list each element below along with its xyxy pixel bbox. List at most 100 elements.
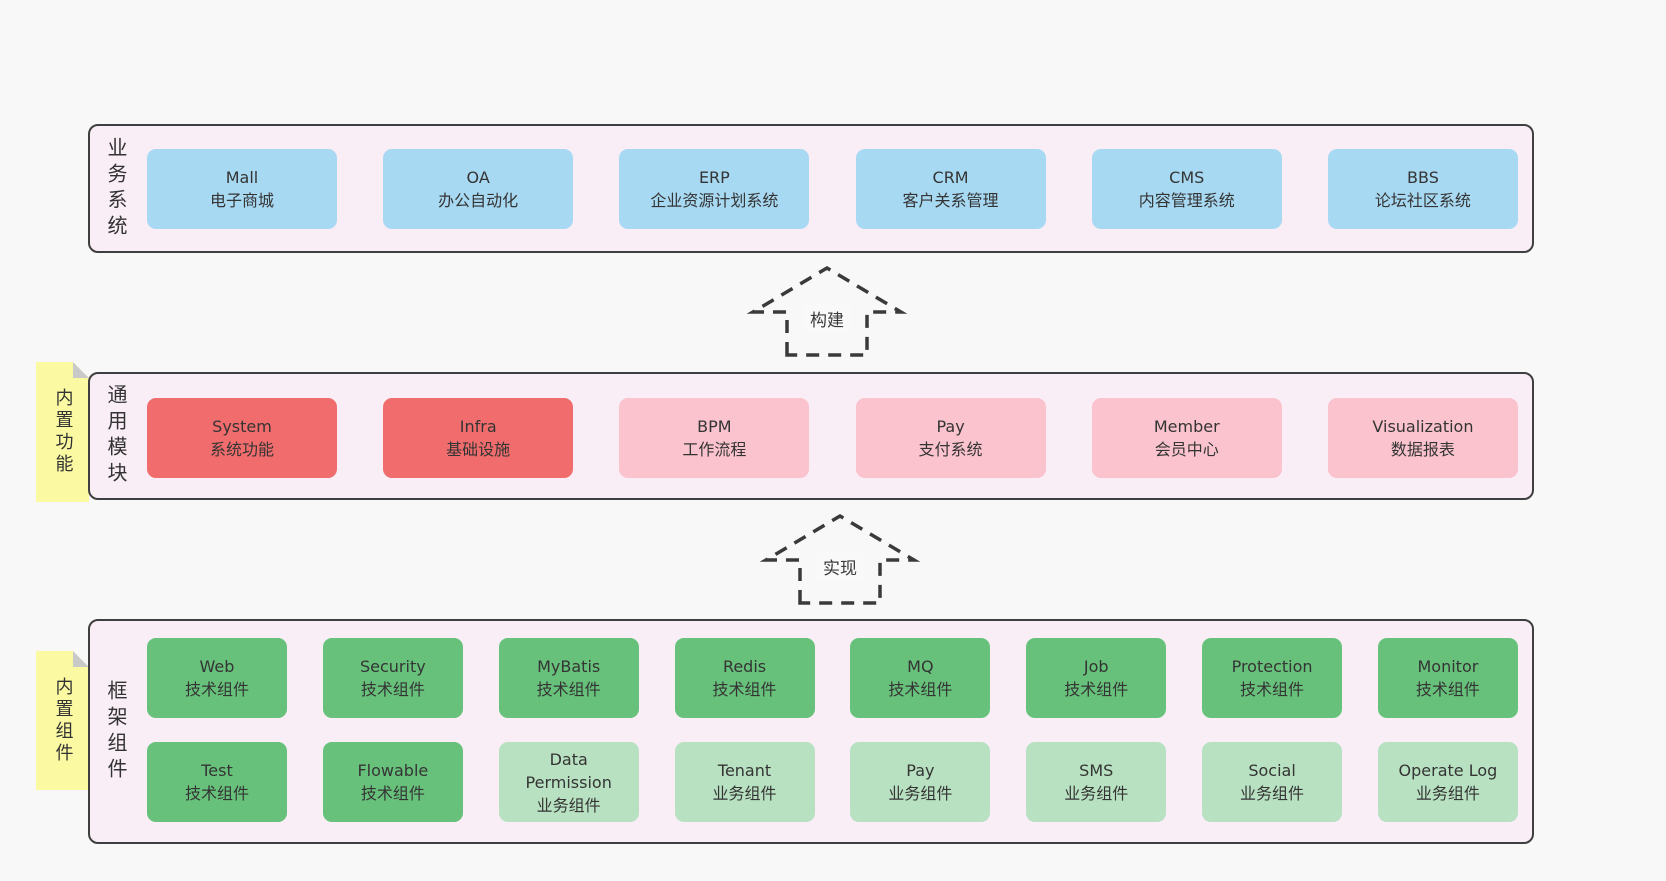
box-redis: Redis 技术组件 [674, 638, 815, 718]
panel-framework-components: 框架组件 Web 技术组件 Security 技术组件 MyBatis 技术组件… [88, 619, 1534, 844]
box-security-desc: 技术组件 [360, 680, 425, 699]
box-mq-name: MQ [907, 657, 934, 676]
box-oa-desc: 办公自动化 [438, 191, 519, 210]
box-bpm: BPM 工作流程 [619, 398, 810, 478]
arrow-implement-label: 实现 [816, 552, 864, 581]
box-protection-desc: 技术组件 [1240, 680, 1305, 699]
box-infra-name: Infra [459, 417, 497, 436]
box-protection: Protection 技术组件 [1202, 638, 1343, 718]
box-erp-name: ERP [698, 168, 730, 187]
box-mybatis-desc: 技术组件 [536, 680, 601, 699]
box-job-name: Job [1083, 657, 1109, 676]
panel-common-modules: 通用模块 System 系统功能 Infra 基础设施 BPM 工作流程 Pay… [88, 372, 1534, 500]
box-pay: Pay 支付系统 [855, 398, 1046, 478]
box-mall-desc: 电子商城 [209, 191, 274, 210]
box-oa: OA 办公自动化 [383, 149, 574, 229]
box-monitor: Monitor 技术组件 [1377, 638, 1518, 718]
box-member: Member 会员中心 [1091, 398, 1282, 478]
box-sms: SMS 业务组件 [1026, 742, 1167, 822]
box-mybatis: MyBatis 技术组件 [498, 638, 639, 718]
arrow-build: 构建 [737, 264, 917, 359]
sticky-note-builtin-components-label: 内置组件 [52, 676, 74, 765]
box-system: System 系统功能 [147, 398, 337, 478]
box-data-permission-desc: 业务组件 [536, 795, 601, 815]
box-flowable: Flowable 技术组件 [322, 742, 463, 822]
box-crm: CRM 客户关系管理 [855, 149, 1046, 229]
box-monitor-name: Monitor [1417, 657, 1479, 676]
box-flowable-name: Flowable [357, 761, 429, 780]
box-sms-name: SMS [1079, 761, 1114, 780]
box-redis-desc: 技术组件 [712, 680, 777, 699]
box-system-desc: 系统功能 [209, 440, 274, 459]
box-monitor-desc: 技术组件 [1415, 680, 1480, 699]
box-cms-desc: 内容管理系统 [1138, 191, 1235, 210]
box-erp: ERP 企业资源计划系统 [619, 149, 810, 229]
box-crm-name: CRM [932, 168, 969, 187]
box-bbs-desc: 论坛社区系统 [1374, 191, 1471, 210]
box-visualization: Visualization 数据报表 [1327, 398, 1518, 478]
box-pay-biz-desc: 业务组件 [888, 784, 953, 803]
box-test-desc: 技术组件 [184, 784, 249, 803]
box-test: Test 技术组件 [147, 742, 287, 822]
box-operate-log-desc: 业务组件 [1415, 784, 1480, 803]
note-fold-icon [73, 651, 89, 667]
box-cms-name: CMS [1169, 168, 1205, 187]
box-visualization-desc: 数据报表 [1390, 440, 1455, 459]
box-oa-name: OA [466, 168, 490, 187]
sticky-note-builtin-features: 内置功能 [36, 362, 89, 502]
common-modules-row: System 系统功能 Infra 基础设施 BPM 工作流程 Pay 支付系统… [147, 398, 1518, 478]
sticky-note-builtin-features-label: 内置功能 [52, 388, 74, 476]
box-web: Web 技术组件 [147, 638, 287, 718]
box-test-name: Test [201, 761, 233, 780]
box-security-name: Security [359, 657, 426, 676]
arrow-build-label: 构建 [803, 304, 851, 333]
box-data-permission-name: Data Permission [525, 749, 612, 792]
box-system-name: System [212, 417, 272, 436]
box-bpm-desc: 工作流程 [682, 440, 747, 459]
framework-components-row-2: Test 技术组件 Flowable 技术组件 Data Permission … [147, 742, 1518, 822]
box-tenant: Tenant 业务组件 [674, 742, 815, 822]
arrow-implement: 实现 [750, 512, 930, 607]
box-redis-name: Redis [722, 657, 767, 676]
box-bpm-name: BPM [697, 417, 732, 436]
box-operate-log-name: Operate Log [1398, 761, 1498, 780]
box-job-desc: 技术组件 [1064, 680, 1129, 699]
panel-common-modules-label: 通用模块 [104, 384, 128, 488]
box-pay-name: Pay [936, 417, 965, 436]
box-sms-desc: 业务组件 [1064, 784, 1129, 803]
box-bbs-name: BBS [1407, 168, 1439, 187]
box-flowable-desc: 技术组件 [360, 784, 425, 803]
box-mall-name: Mall [225, 168, 259, 187]
box-data-permission: Data Permission 业务组件 [498, 742, 639, 822]
box-visualization-name: Visualization [1372, 417, 1474, 436]
box-crm-desc: 客户关系管理 [902, 191, 999, 210]
box-infra: Infra 基础设施 [383, 398, 574, 478]
box-social-name: Social [1248, 761, 1296, 780]
box-bbs: BBS 论坛社区系统 [1327, 149, 1518, 229]
box-tenant-name: Tenant [717, 761, 772, 780]
box-mall: Mall 电子商城 [147, 149, 337, 229]
panel-business-systems: 业务系统 Mall 电子商城 OA 办公自动化 ERP 企业资源计划系统 CRM… [88, 124, 1534, 253]
box-security: Security 技术组件 [322, 638, 463, 718]
panel-business-systems-label: 业务系统 [104, 136, 128, 241]
box-tenant-desc: 业务组件 [712, 784, 777, 803]
sticky-note-builtin-components: 内置组件 [36, 651, 89, 790]
box-erp-desc: 企业资源计划系统 [650, 191, 779, 210]
box-cms: CMS 内容管理系统 [1091, 149, 1282, 229]
box-pay-biz-name: Pay [906, 761, 935, 780]
box-pay-biz: Pay 业务组件 [850, 742, 991, 822]
box-social: Social 业务组件 [1202, 742, 1343, 822]
box-social-desc: 业务组件 [1240, 784, 1305, 803]
framework-components-row-1: Web 技术组件 Security 技术组件 MyBatis 技术组件 Redi… [147, 638, 1518, 718]
box-operate-log: Operate Log 业务组件 [1377, 742, 1518, 822]
box-pay-desc: 支付系统 [918, 440, 983, 459]
box-web-desc: 技术组件 [184, 680, 249, 699]
box-web-name: Web [199, 657, 235, 676]
box-infra-desc: 基础设施 [446, 440, 511, 459]
business-systems-row: Mall 电子商城 OA 办公自动化 ERP 企业资源计划系统 CRM 客户关系… [147, 149, 1518, 229]
box-job: Job 技术组件 [1026, 638, 1167, 718]
box-protection-name: Protection [1231, 657, 1313, 676]
box-member-desc: 会员中心 [1154, 440, 1219, 459]
panel-framework-components-label: 框架组件 [104, 679, 128, 784]
box-mq-desc: 技术组件 [888, 680, 953, 699]
